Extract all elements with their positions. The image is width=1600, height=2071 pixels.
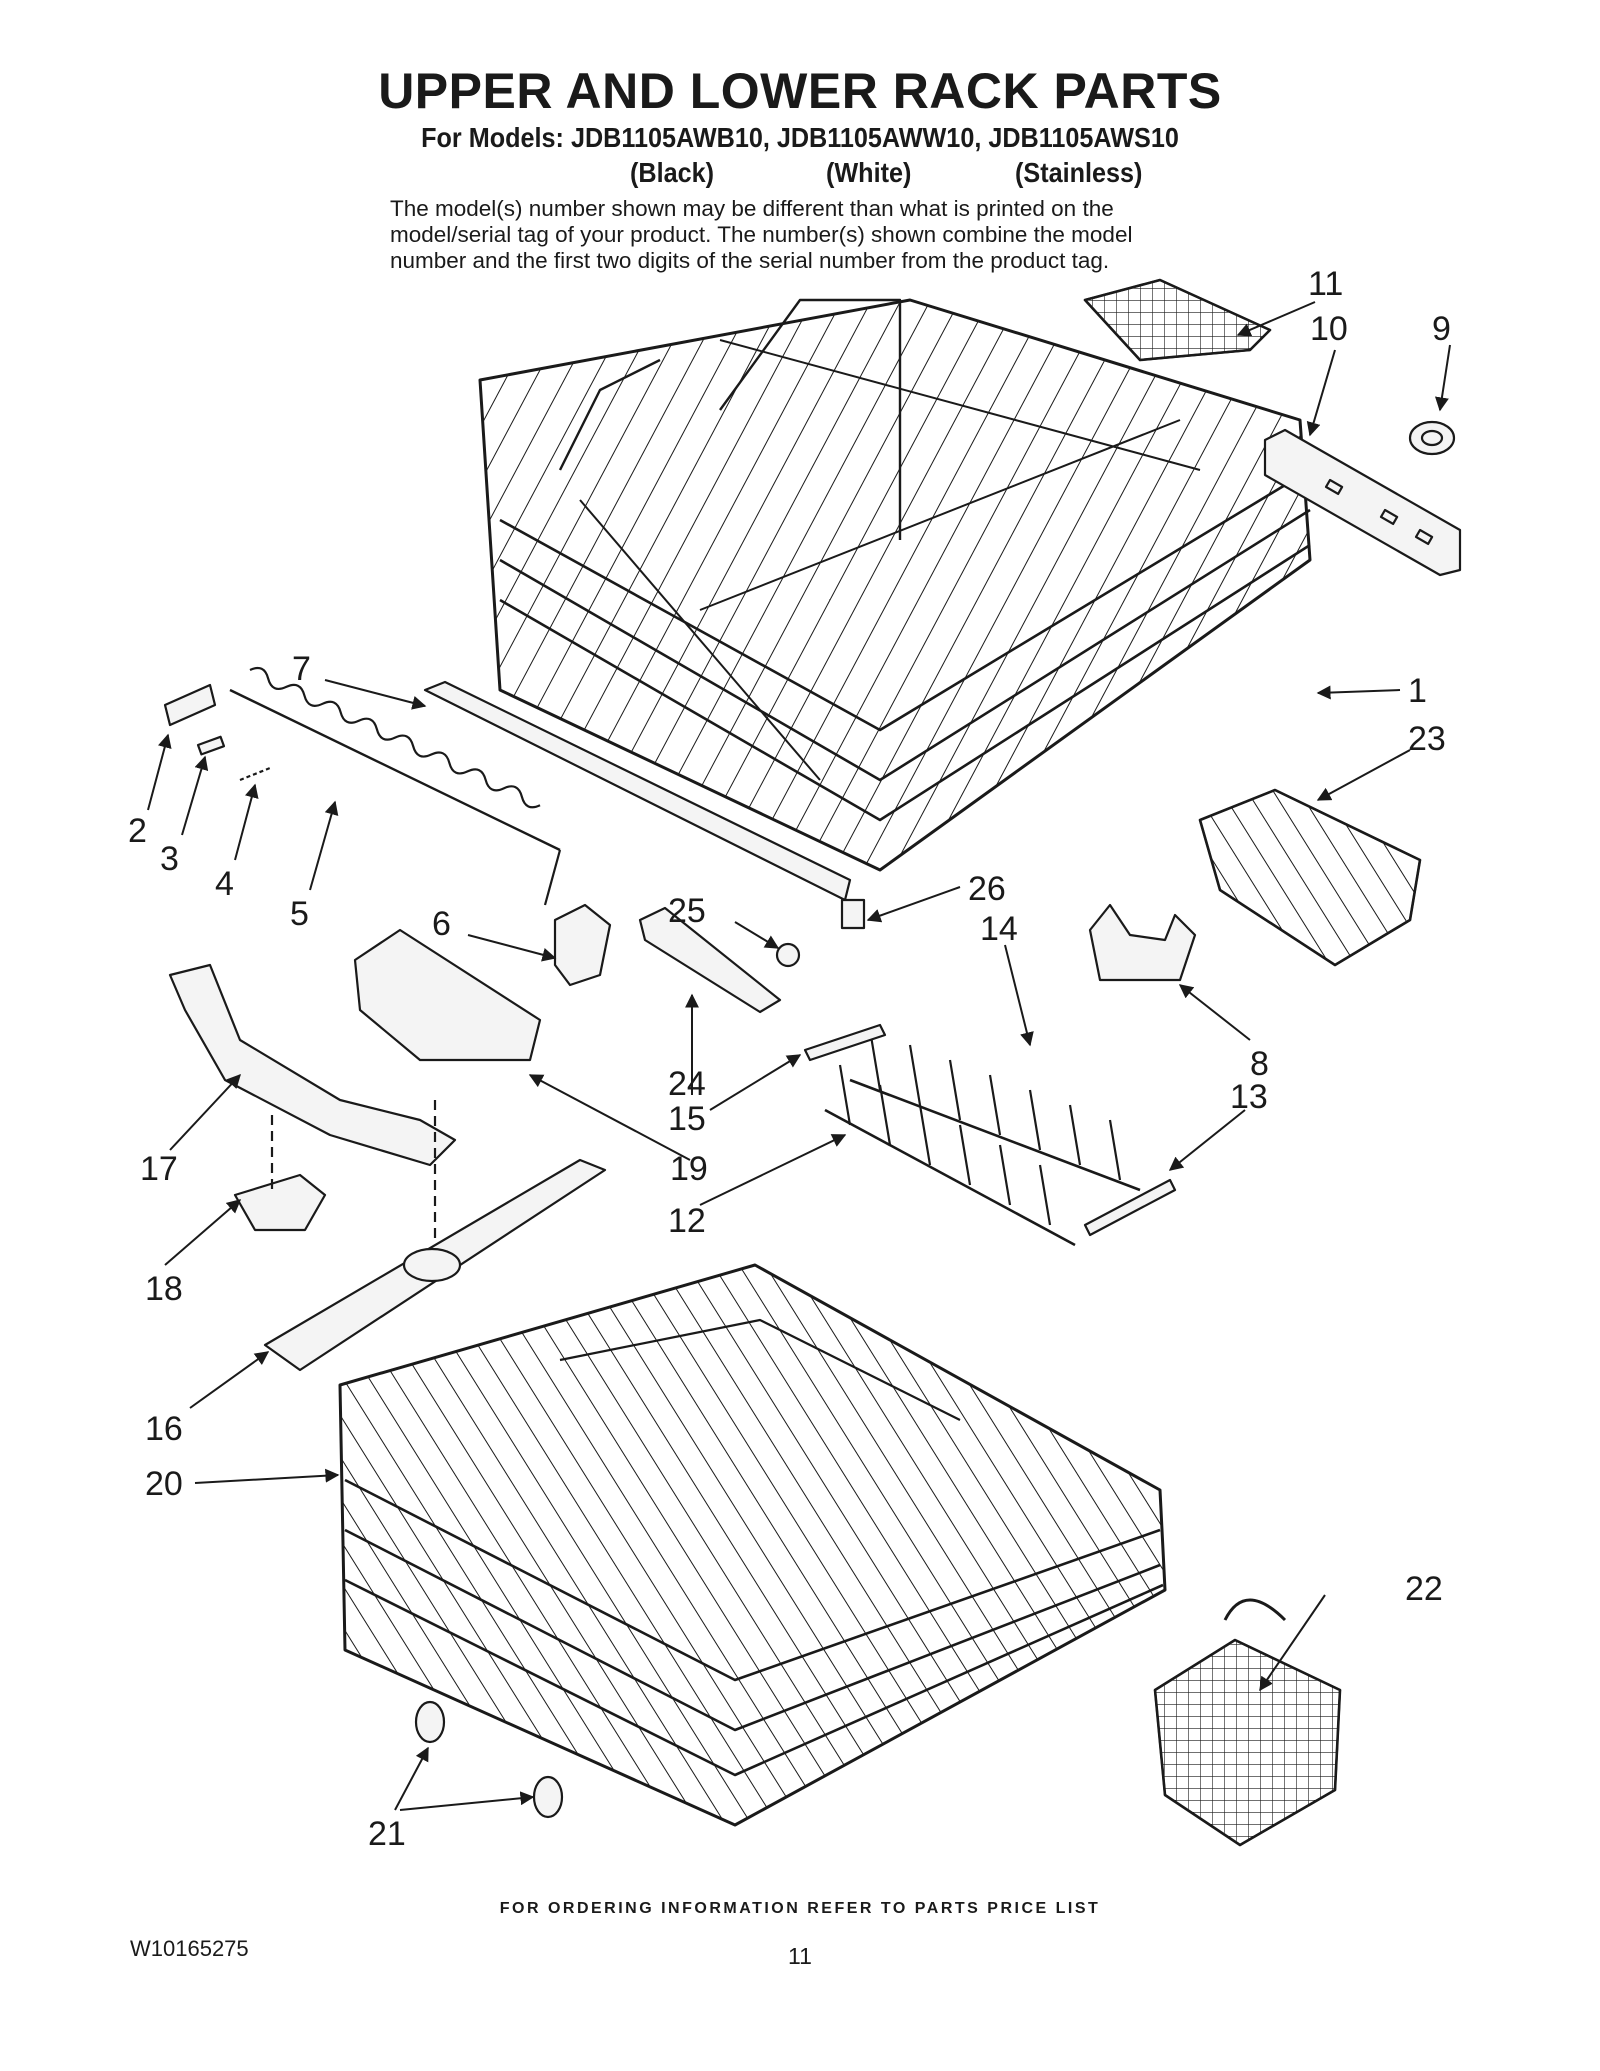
upper-rack-part	[478, 298, 1312, 872]
callout-13: 13	[1230, 1078, 1268, 1116]
upper-spray-arm-part	[263, 1100, 607, 1372]
upper-spray-manifold-part	[168, 963, 457, 1167]
spray-arm-mount-part	[353, 928, 542, 1062]
note-line: number and the first two digits of the s…	[390, 248, 1110, 273]
tine-row-upper-part	[849, 1029, 1141, 1192]
tine-row-clip-part	[1088, 903, 1197, 982]
ordering-info: FOR ORDERING INFORMATION REFER TO PARTS …	[499, 1900, 1101, 1917]
callout-16: 16	[145, 1410, 183, 1448]
callout-1: 1	[1408, 672, 1427, 710]
callout-8: 8	[1250, 1045, 1269, 1083]
silverware-basket-part	[1153, 1598, 1342, 1847]
callout-24: 24	[668, 1065, 706, 1103]
note-line: model/serial tag of your product. The nu…	[390, 222, 1133, 247]
callout-17: 17	[140, 1150, 178, 1188]
callout-19: 19	[670, 1150, 708, 1188]
tine-row-pivot-part	[803, 1023, 887, 1062]
rack-end-cap-part	[1263, 428, 1462, 577]
document-number: W10165275	[130, 1936, 249, 1961]
callout-20: 20	[145, 1465, 183, 1503]
note-line: The model(s) number shown may be differe…	[390, 196, 1114, 221]
callout-23: 23	[1408, 720, 1446, 758]
variant-white: (White)	[826, 157, 912, 188]
track-stop-part	[840, 898, 866, 930]
callout-26: 26	[968, 870, 1006, 908]
callout-10: 10	[1310, 310, 1348, 348]
lower-rack-wheel-part	[414, 1700, 564, 1819]
callout-7: 7	[292, 650, 311, 688]
rack-wheel-part	[1408, 420, 1456, 456]
callout-12: 12	[668, 1202, 706, 1240]
callout-18: 18	[145, 1270, 183, 1308]
rack-adjuster-housing-part	[553, 903, 612, 987]
cutlery-basket-insert-part	[1198, 788, 1422, 967]
callout-5: 5	[290, 895, 309, 933]
rack-adjuster-spring-part	[239, 766, 271, 782]
callout-25: 25	[668, 892, 706, 930]
callout-11: 11	[1308, 265, 1343, 303]
tine-row-lower-part	[824, 1064, 1076, 1247]
callout-21: 21	[368, 1815, 406, 1853]
rack-adjuster-bracket-part	[163, 683, 217, 727]
page-title: UPPER AND LOWER RACK PARTS	[378, 63, 1222, 119]
lower-rack-part	[338, 1263, 1167, 1827]
variant-black: (Black)	[630, 157, 715, 188]
rack-adjuster-pin-part	[196, 735, 226, 756]
manifold-mount-part	[233, 1173, 327, 1232]
tine-row-pivot-clip-part	[1083, 1178, 1177, 1237]
track-insert-part	[638, 906, 782, 1014]
callout-22: 22	[1405, 1570, 1443, 1608]
callout-4: 4	[215, 865, 234, 903]
ball-part	[775, 942, 801, 968]
tine-row-rod-part	[229, 666, 562, 906]
leader-lines	[147, 301, 1451, 1692]
leader-lines-21	[394, 1746, 535, 1811]
page-number: 11	[788, 1943, 812, 1969]
callout-6: 6	[432, 905, 451, 943]
cup-shelf-part	[1083, 278, 1272, 362]
variant-stainless: (Stainless)	[1015, 157, 1143, 188]
rack-track-part	[423, 680, 852, 902]
callout-3: 3	[160, 840, 179, 878]
callout-9: 9	[1432, 310, 1451, 348]
callout-2: 2	[128, 812, 147, 850]
models-line: For Models: JDB1105AWB10, JDB1105AWW10, …	[421, 122, 1179, 153]
model-number-note: The model(s) number shown may be differe…	[390, 196, 1290, 274]
callout-labels: 1 2 3 4 5 6 7 8 9 10 11 12 13 14 15 16 1…	[128, 265, 1451, 1853]
callout-14: 14	[980, 910, 1018, 948]
callout-15: 15	[668, 1100, 706, 1138]
